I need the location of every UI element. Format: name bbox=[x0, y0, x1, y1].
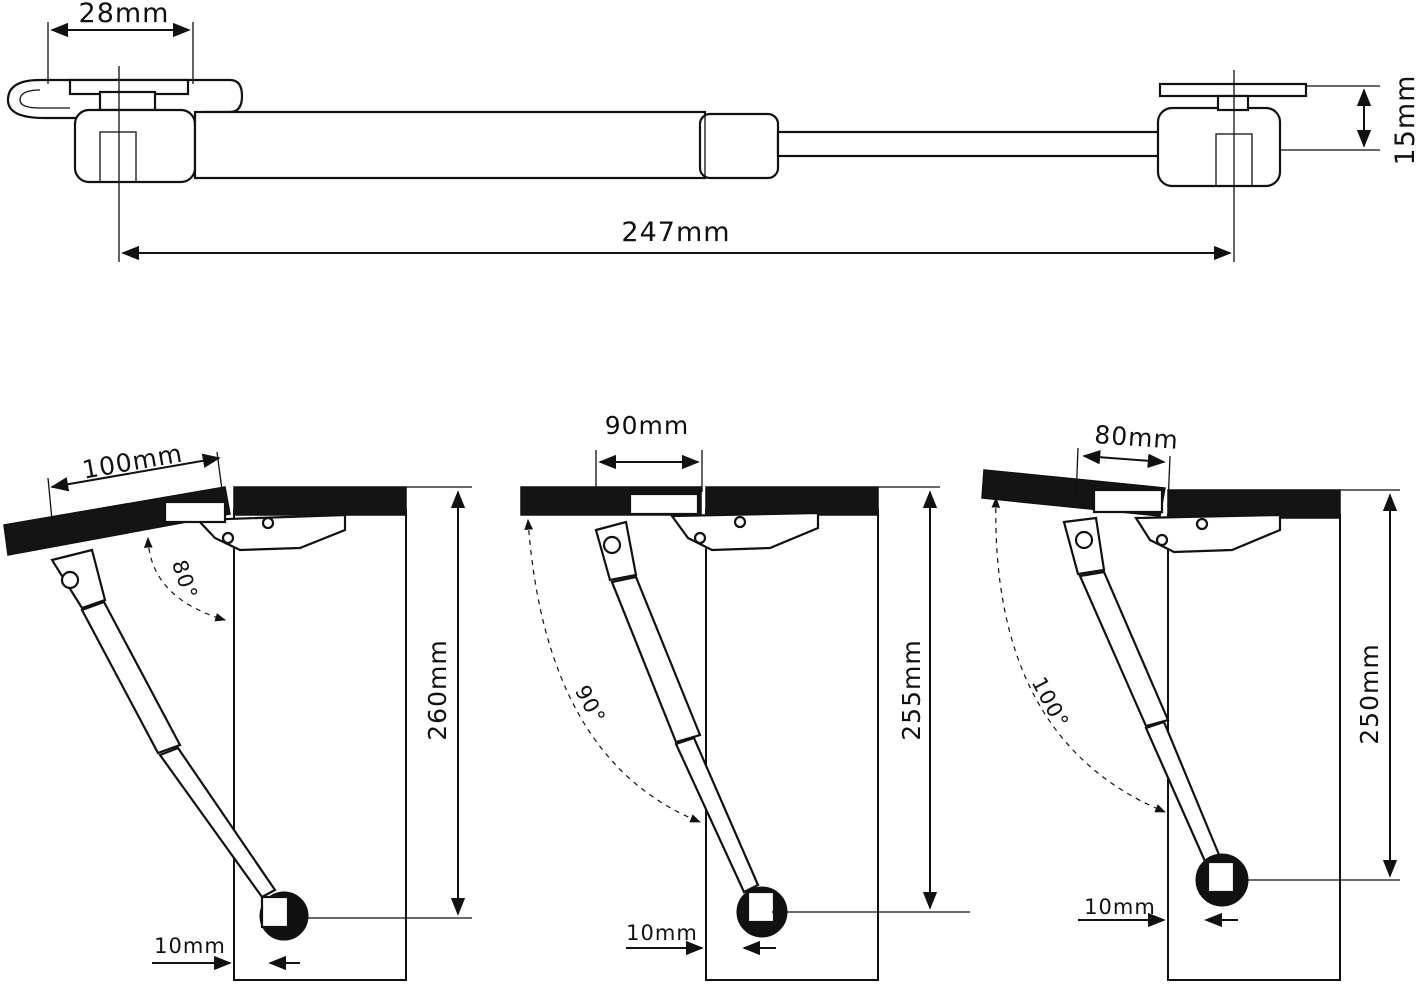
cabinet-top-panel bbox=[705, 486, 879, 516]
gas-strut bbox=[594, 520, 788, 938]
install-100-offset-dim: 10mm bbox=[1084, 895, 1156, 919]
installation-100: 80mm 100° 250mm 10mm bbox=[981, 420, 1400, 981]
install-90-height-dim: 255mm bbox=[897, 639, 926, 740]
cabinet-top-panel bbox=[1167, 489, 1341, 519]
install-90-angle: 90° bbox=[570, 681, 610, 728]
install-80-top-dim: 100mm bbox=[80, 439, 185, 485]
install-100-height-dim: 250mm bbox=[1355, 643, 1384, 744]
installation-90: 90mm 90° 255mm 10mm bbox=[520, 411, 970, 981]
dim-height-label: 15mm bbox=[1390, 75, 1418, 166]
piston-rod bbox=[776, 130, 1162, 158]
cylinder-tip bbox=[698, 112, 780, 180]
gas-strut bbox=[50, 548, 309, 941]
install-80-offset-dim: 10mm bbox=[154, 934, 226, 958]
strut-top-view: 28mm 247mm 15mm bbox=[6, 0, 1418, 262]
install-100-angle: 100° bbox=[1027, 673, 1074, 732]
installation-80: 100mm 80° 260mm 10mm bbox=[3, 439, 472, 981]
install-80-angle: 80° bbox=[167, 557, 202, 603]
right-end-cap bbox=[1156, 106, 1282, 188]
install-90-top-dim: 90mm bbox=[605, 411, 690, 440]
cylinder-body bbox=[193, 110, 707, 180]
install-90-offset-dim: 10mm bbox=[626, 921, 698, 945]
dim-length-label: 247mm bbox=[621, 217, 730, 248]
install-100-top-dim: 80mm bbox=[1093, 420, 1179, 455]
cabinet-top-panel bbox=[233, 486, 407, 516]
left-end-cap bbox=[73, 108, 197, 184]
dim-width-label: 28mm bbox=[79, 0, 170, 29]
hinge-bracket bbox=[1134, 513, 1282, 554]
right-mount-plate bbox=[1158, 82, 1308, 98]
install-80-height-dim: 260mm bbox=[423, 639, 452, 740]
gas-strut bbox=[1062, 516, 1249, 907]
